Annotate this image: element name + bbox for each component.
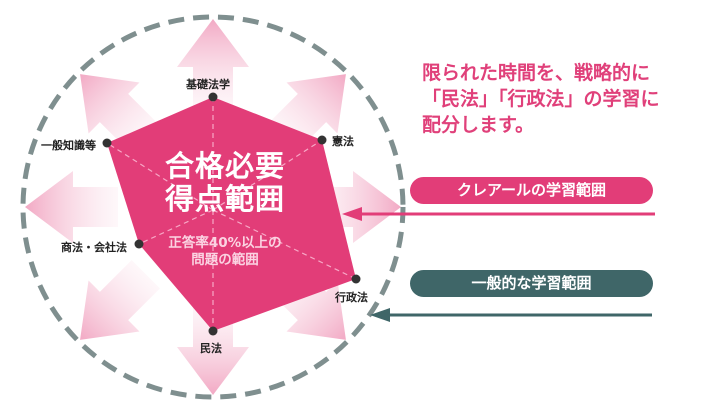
general-range-legend: 一般的な学習範囲	[410, 270, 653, 297]
radar-axis-lines	[106, 97, 357, 331]
axis-label-ippanchishiki: 一般知識等	[41, 139, 96, 152]
center-title-line: 合格必要	[164, 149, 285, 183]
center-subtitle: 正答率40%以上の 問題の範囲	[150, 235, 300, 269]
message-line: 限られた時間を、戦略的に	[422, 62, 651, 84]
center-title-line: 得点範囲	[164, 182, 285, 216]
axis-label-gyoseiho: 行政法	[335, 291, 368, 304]
expand-arrow-up-icon	[177, 19, 249, 112]
center-subtitle-line: 正答率40%以上の	[168, 235, 282, 251]
outer-dashed-circle	[20, 14, 406, 400]
vertex-dots	[102, 92, 361, 336]
expand-arrow-down-icon	[177, 302, 249, 395]
expand-arrow-down-left-icon	[80, 260, 160, 340]
center-title: 合格必要 得点範囲	[150, 150, 300, 216]
required-score-polygon	[107, 97, 356, 331]
strategy-message: 限られた時間を、戦略的に 「民法」「行政法」の学習に 配分します。	[422, 60, 660, 138]
clear-range-legend: クレアールの学習範囲	[410, 177, 653, 204]
axis-label-kisohogaku: 基礎法学	[186, 78, 230, 91]
message-line: 配分します。	[422, 114, 535, 136]
center-subtitle-line: 問題の範囲	[191, 252, 259, 268]
expand-arrow-left-icon	[25, 171, 118, 243]
clear-range-arrow	[342, 207, 655, 221]
message-line: 「民法」「行政法」の学習に	[422, 88, 660, 110]
axis-label-kenpo: 憲法	[332, 135, 354, 148]
general-range-arrow	[370, 308, 652, 322]
axis-label-minpo: 民法	[200, 342, 222, 355]
axis-label-shoho: 商法・会社法	[61, 241, 127, 254]
